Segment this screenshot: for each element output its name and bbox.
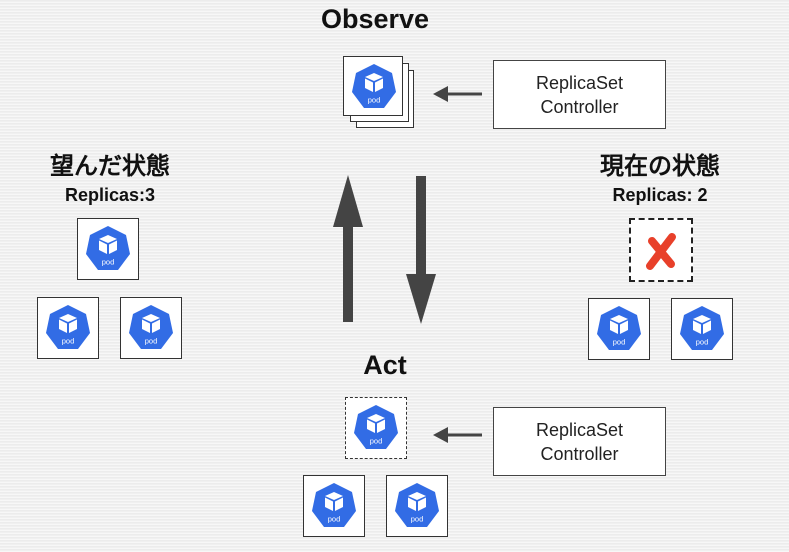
desired-replicas-label: Replicas:3	[64, 185, 156, 205]
kubernetes-pod-icon: pod	[312, 483, 356, 527]
new-pod-dashed: pod	[345, 397, 407, 459]
controller-label-line2: Controller	[540, 443, 619, 464]
pod-box: pod	[343, 56, 403, 116]
kubernetes-pod-icon: pod	[129, 305, 173, 349]
arrow-down-icon	[406, 176, 436, 324]
svg-text:pod: pod	[62, 337, 75, 346]
kubernetes-pod-icon: pod	[597, 306, 641, 350]
current-pod-2: pod	[671, 298, 733, 360]
desired-pod-3: pod	[120, 297, 182, 359]
svg-text:pod: pod	[102, 258, 115, 267]
current-replicas-label: Replicas: 2	[612, 185, 708, 205]
desired-pod-2: pod	[37, 297, 99, 359]
controller-label-line1: ReplicaSet	[535, 419, 624, 440]
current-pod-1: pod	[588, 298, 650, 360]
svg-text:pod: pod	[696, 338, 709, 347]
svg-text:pod: pod	[328, 515, 341, 524]
kubernetes-pod-icon: pod	[46, 305, 90, 349]
kubernetes-pod-icon: pod	[352, 64, 396, 108]
svg-text:pod: pod	[368, 96, 381, 105]
act-title: Act	[363, 350, 407, 380]
arrow-left-icon	[433, 86, 482, 102]
desired-pod-1: pod	[77, 218, 139, 280]
kubernetes-pod-icon: pod	[680, 306, 724, 350]
svg-text:pod: pod	[145, 337, 158, 346]
act-pod-2: pod	[386, 475, 448, 537]
act-pod-1: pod	[303, 475, 365, 537]
controller-label-line2: Controller	[540, 96, 619, 117]
svg-text:pod: pod	[370, 437, 383, 446]
observe-title: Observe	[320, 4, 430, 34]
kubernetes-pod-icon: pod	[86, 226, 130, 270]
missing-pod-slot	[629, 218, 693, 282]
svg-text:pod: pod	[613, 338, 626, 347]
svg-text:pod: pod	[411, 515, 424, 524]
arrow-left-icon	[433, 427, 482, 443]
kubernetes-pod-icon: pod	[354, 405, 398, 449]
replicaset-controller-observe: ReplicaSet Controller	[493, 60, 666, 129]
arrow-up-icon	[333, 175, 363, 322]
replicaset-controller-act: ReplicaSet Controller	[493, 407, 666, 476]
kubernetes-pod-icon: pod	[395, 483, 439, 527]
red-x-icon	[646, 233, 676, 270]
current-state-title: 現在の状態	[600, 152, 720, 180]
controller-label-line1: ReplicaSet	[535, 72, 624, 93]
desired-state-title: 望んだ状態	[50, 152, 170, 180]
